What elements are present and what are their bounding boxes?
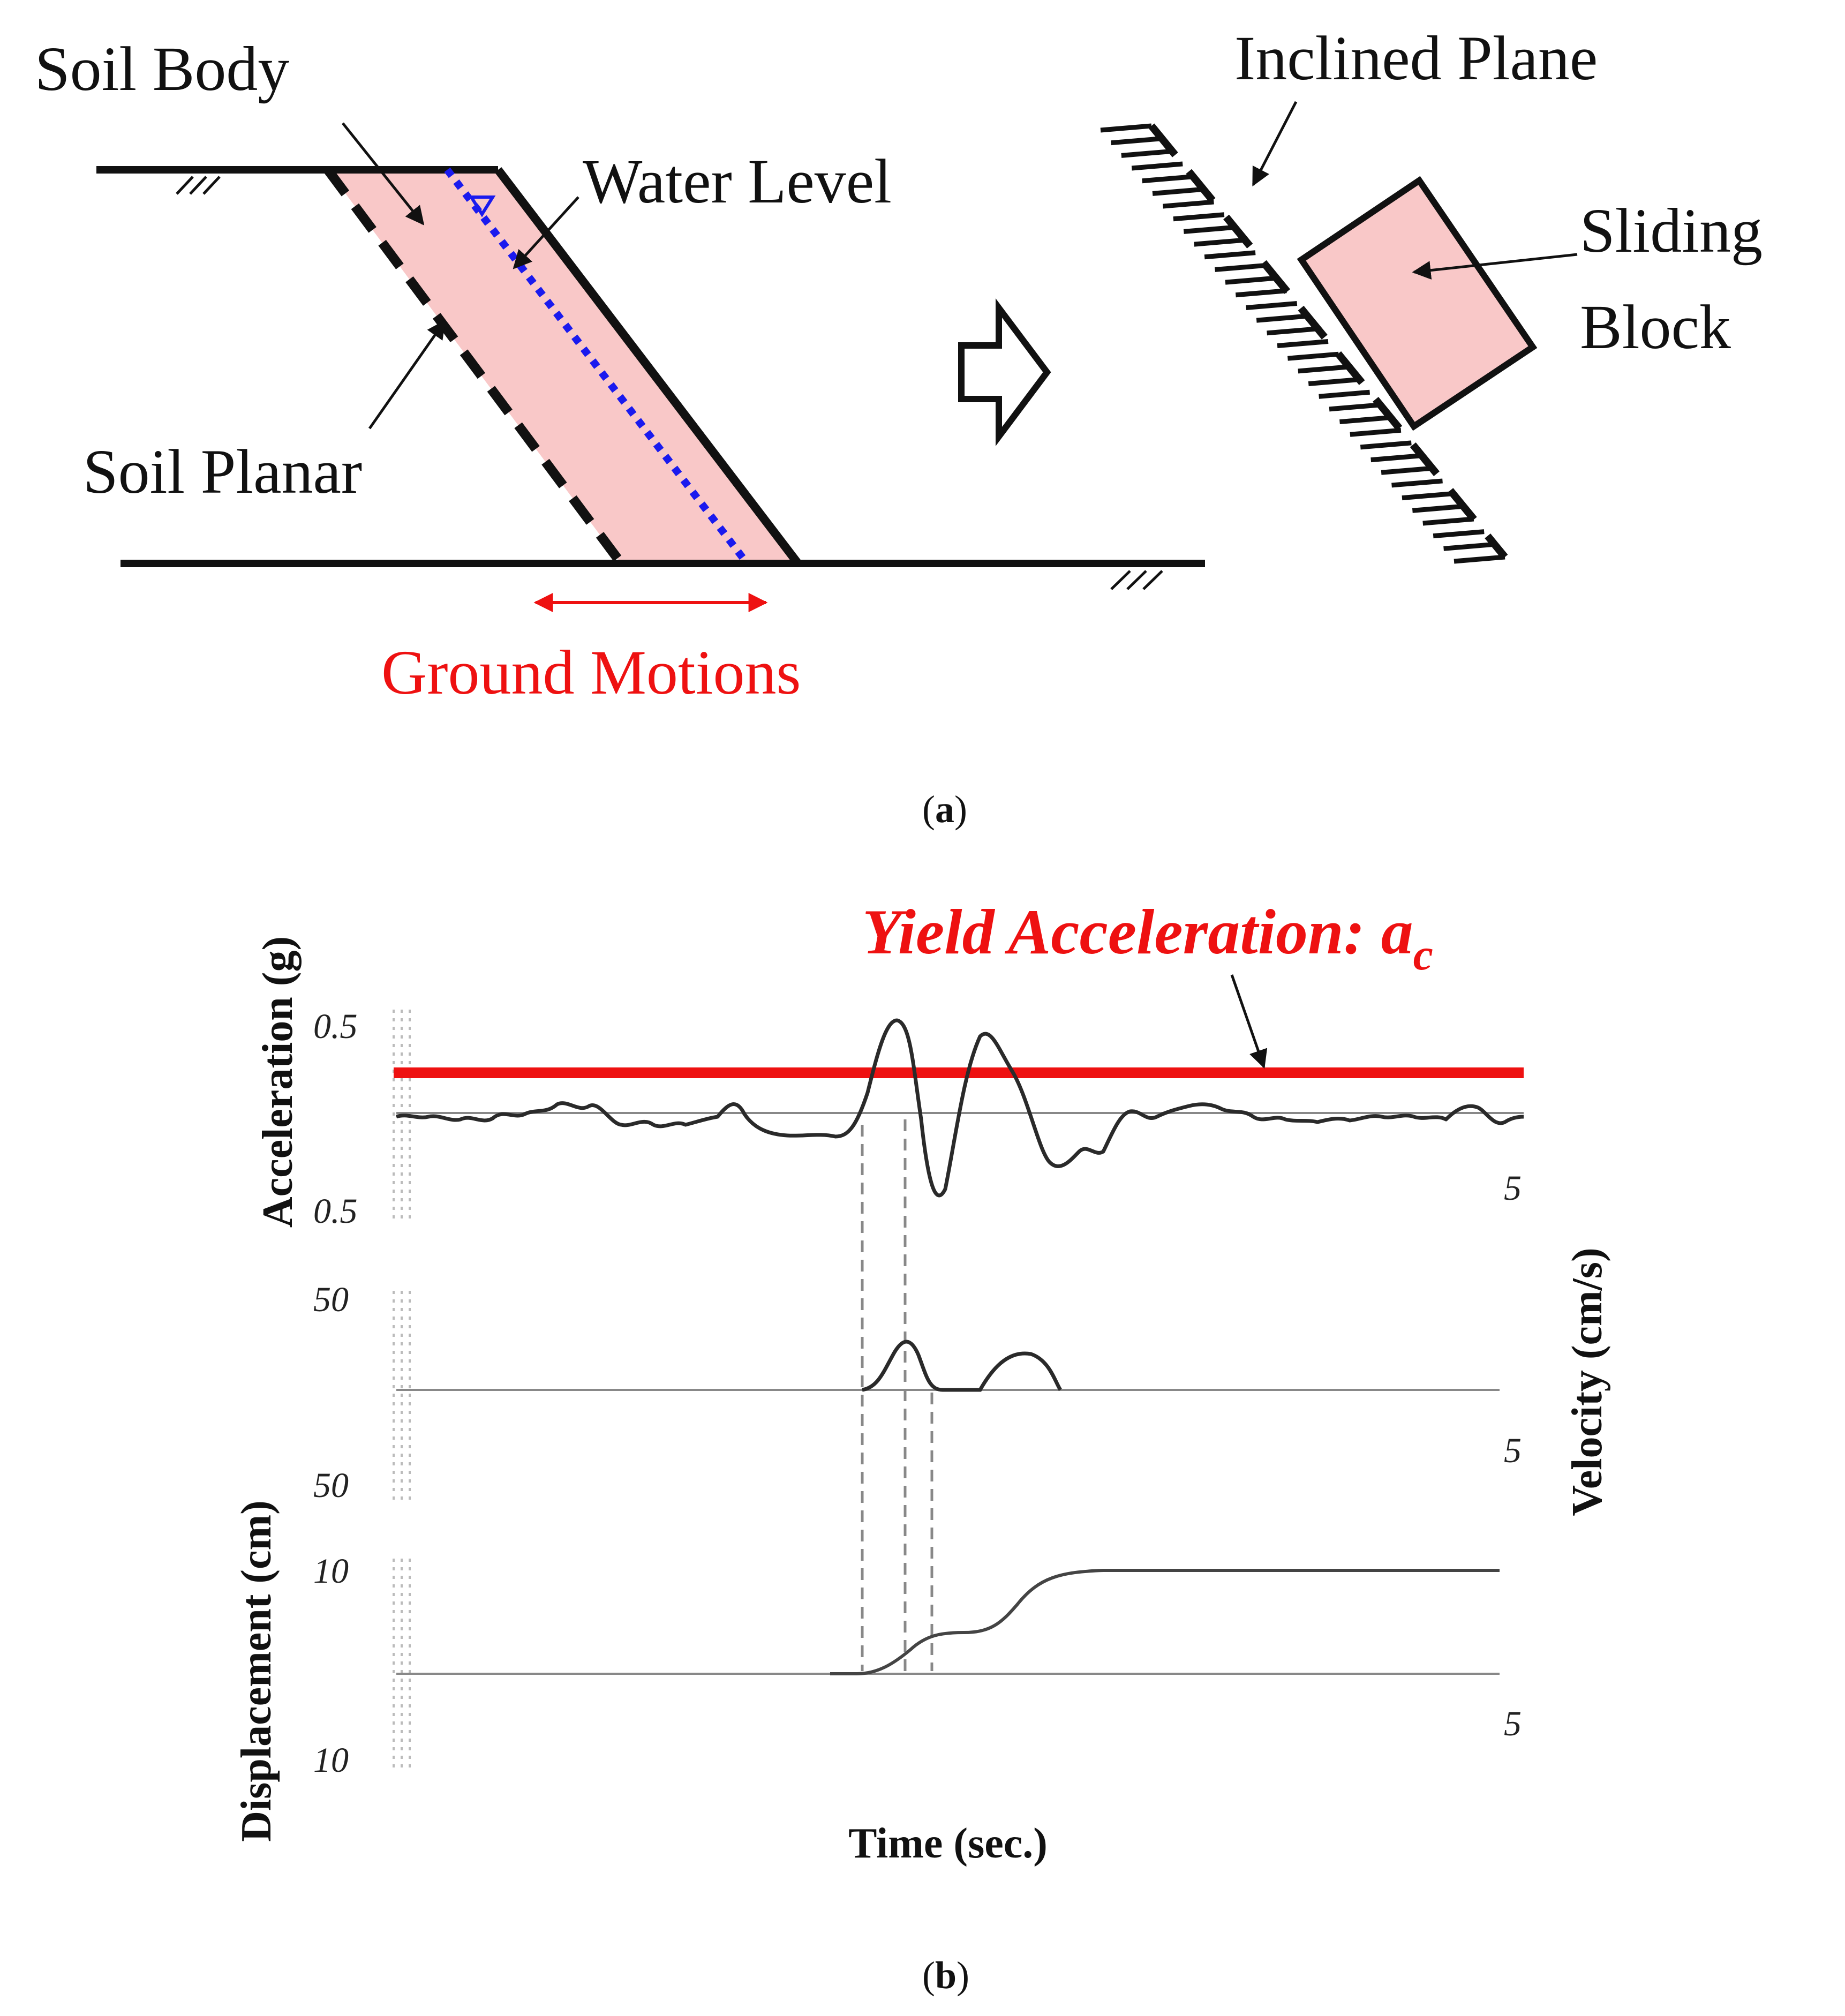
disp-tick-bottom: 10 xyxy=(313,1741,349,1780)
inclined-plane-hatch xyxy=(1339,415,1391,425)
inclined-plane-hatch xyxy=(1319,389,1370,399)
yield-acceleration-label: Yield Acceleration: ac xyxy=(862,896,1433,980)
inclined-plane-hatch xyxy=(1370,453,1422,463)
inclined-plane-hatch xyxy=(1454,554,1505,564)
inclined-plane-hatch xyxy=(1215,262,1266,272)
inclined-plane-hatch xyxy=(1433,529,1485,539)
arrow-yield xyxy=(1230,974,1268,1069)
inclined-plane-hatch xyxy=(1100,123,1152,133)
label-sliding-line2: Block xyxy=(1580,292,1731,362)
velocity-trace xyxy=(862,1340,1062,1392)
disp-end-tick: 5 xyxy=(1504,1704,1522,1743)
label-sliding-line1: Sliding xyxy=(1580,195,1763,266)
inclined-plane-hatch xyxy=(1298,364,1350,374)
soil-planar-line xyxy=(323,167,626,567)
inclined-plane xyxy=(1100,123,1508,564)
inclined-plane-hatch xyxy=(1350,427,1402,437)
inclined-plane-hatch xyxy=(1246,300,1298,310)
inclined-plane-hatch xyxy=(1308,377,1360,387)
inclined-plane-hatch xyxy=(1235,288,1287,298)
velocity-axis-label: Velocity (cm/s) xyxy=(1564,1247,1611,1516)
inclined-plane-hatch xyxy=(1142,174,1194,184)
vel-tick-bottom: 50 xyxy=(313,1466,349,1505)
inclined-plane-hatch xyxy=(1163,199,1214,209)
inclined-plane-hatch xyxy=(1267,326,1318,336)
inclined-plane-hatch xyxy=(1111,136,1162,146)
inclined-plane-hatch xyxy=(1443,541,1495,551)
label-ground-motions: Ground Motions xyxy=(381,637,801,708)
inclined-plane-surface xyxy=(1148,123,1508,560)
axis-strip-disp xyxy=(393,1559,411,1773)
displacement-axis-label: Displacement (cm) xyxy=(233,1500,280,1842)
inclined-plane-hatch xyxy=(1287,351,1339,361)
inclined-plane-hatch xyxy=(1412,503,1464,513)
acceleration-trace xyxy=(395,1018,1524,1198)
vel-end-tick: 5 xyxy=(1504,1431,1522,1470)
inclined-plane-hatch xyxy=(1121,148,1173,158)
sliding-block xyxy=(1297,176,1538,431)
panel-b: Yield Acceleration: ac 0.5 0.5 5 50 50 5… xyxy=(233,896,1611,1997)
arrow-sliding-block xyxy=(1412,253,1578,280)
inclined-plane-hatch xyxy=(1204,250,1256,260)
inclined-plane-hatch xyxy=(1131,161,1183,171)
ground-hatch-left xyxy=(176,176,221,195)
axis-strip-vel xyxy=(393,1291,411,1500)
inclined-plane-hatch xyxy=(1391,478,1443,488)
arrow-soil-body xyxy=(342,122,425,225)
ground-hatch-right xyxy=(1110,570,1163,590)
inclined-plane-hatch xyxy=(1329,402,1381,412)
time-axis-label: Time (sec.) xyxy=(848,1820,1048,1867)
inclined-plane-hatch xyxy=(1194,237,1246,247)
acc-tick-top: 0.5 xyxy=(313,1007,358,1046)
inclined-plane-hatch xyxy=(1256,313,1308,323)
displacement-trace xyxy=(830,1569,1500,1675)
soil-body-slab xyxy=(328,170,798,563)
inclined-plane-hatch xyxy=(1422,516,1474,526)
time-guides xyxy=(861,1119,933,1671)
inclined-plane-hatch xyxy=(1381,465,1433,475)
label-soil-body: Soil Body xyxy=(35,34,289,104)
acc-tick-bottom: 0.5 xyxy=(313,1192,358,1231)
inclined-plane-hatch xyxy=(1360,440,1412,450)
label-soil-planar: Soil Planar xyxy=(83,437,362,507)
inclined-plane-hatch xyxy=(1225,275,1277,285)
panel-a: Soil Body Water Level Soil Planar Ground… xyxy=(35,23,1763,831)
inclined-plane-hatch xyxy=(1173,212,1225,222)
acceleration-axis-label: Acceleration (g) xyxy=(254,936,302,1228)
inclined-plane-hatch xyxy=(1402,491,1454,501)
inclined-plane-hatch xyxy=(1277,339,1329,348)
inclined-plane-hatch xyxy=(1183,224,1235,234)
disp-tick-top: 10 xyxy=(313,1552,349,1591)
inclined-plane-hatch xyxy=(1152,186,1204,196)
label-inclined-plane: Inclined Plane xyxy=(1234,23,1598,93)
vel-tick-top: 50 xyxy=(313,1280,349,1319)
caption-b: (b) xyxy=(922,1954,969,1997)
acc-end-tick: 5 xyxy=(1504,1169,1522,1208)
arrow-water-level xyxy=(513,196,579,269)
slope-face-line xyxy=(494,167,802,566)
caption-a: (a) xyxy=(922,788,967,831)
water-level-marker xyxy=(468,195,496,217)
transform-arrow-icon xyxy=(958,298,1051,446)
arrow-soil-planar xyxy=(368,320,446,430)
arrow-inclined-plane xyxy=(1252,101,1298,187)
label-water-level: Water Level xyxy=(583,146,892,216)
